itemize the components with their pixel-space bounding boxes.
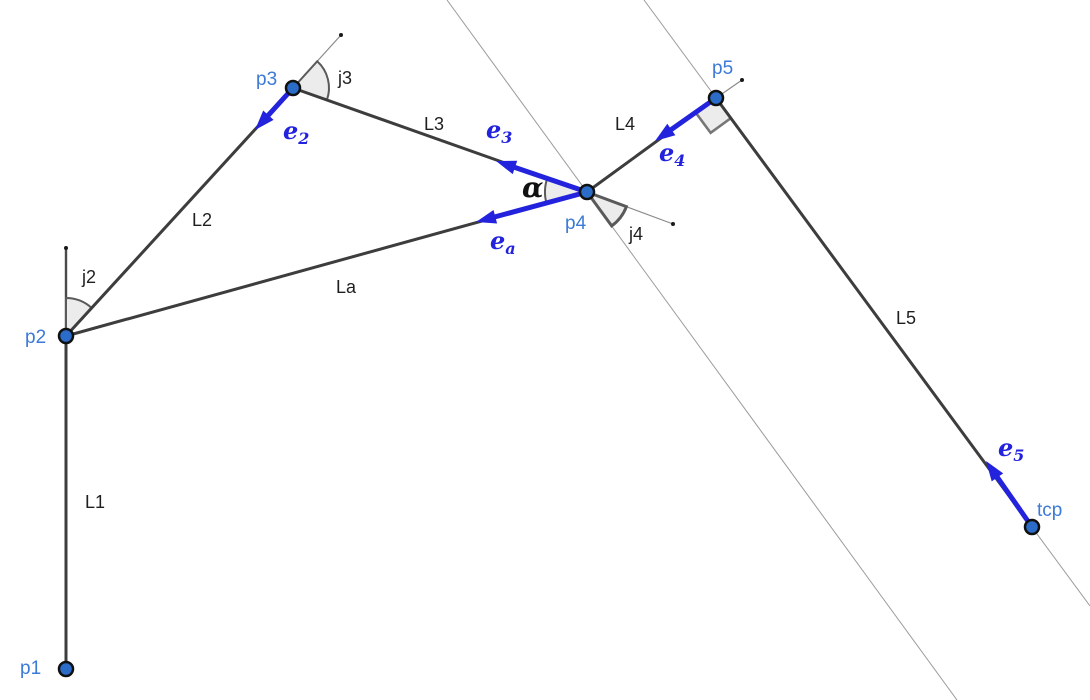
vector-arrowhead-ea bbox=[476, 210, 498, 224]
vector-shaft-e5 bbox=[990, 468, 1035, 530]
vector-label-sub-e3: 3 bbox=[501, 128, 512, 147]
point-p1[interactable] bbox=[57, 660, 75, 678]
angle-marks-layer bbox=[65, 59, 733, 339]
stub-end-dot-ref-p5 bbox=[740, 78, 744, 82]
vector-label-sub-e5: 5 bbox=[1013, 446, 1024, 465]
segment-L5[interactable] bbox=[714, 96, 1034, 529]
vector-label-main-e5: e bbox=[998, 433, 1013, 462]
segment-label-L5: L5 bbox=[896, 308, 916, 328]
point-label-tcp: tcp bbox=[1037, 500, 1062, 521]
segment-label-L1: L1 bbox=[85, 492, 105, 512]
vector-ea[interactable] bbox=[476, 189, 590, 224]
vector-shaft-ea bbox=[485, 189, 590, 222]
vector-label-e4: e4 bbox=[659, 138, 685, 170]
point-label-p5: p5 bbox=[712, 58, 733, 79]
point-p3[interactable] bbox=[284, 79, 302, 97]
point-label-p3: p3 bbox=[256, 69, 277, 90]
vector-label-main-e4: e bbox=[659, 138, 674, 167]
construction-lines-layer bbox=[446, 0, 1090, 700]
vector-shaft-e4 bbox=[662, 95, 719, 137]
vector-label-sub-ea: a bbox=[505, 239, 515, 258]
segment-label-La: La bbox=[336, 277, 357, 297]
vector-e4[interactable] bbox=[655, 95, 719, 141]
point-tcp[interactable] bbox=[1023, 518, 1041, 536]
point-label-p2: p2 bbox=[25, 327, 46, 348]
angle-label-alpha: α bbox=[522, 171, 544, 204]
angle-label-j3: j3 bbox=[337, 68, 352, 88]
vector-shaft-e3 bbox=[504, 162, 590, 195]
point-p2[interactable] bbox=[57, 327, 75, 345]
point-label-p4: p4 bbox=[565, 213, 587, 234]
points-layer bbox=[57, 79, 1041, 678]
point-label-p1: p1 bbox=[20, 658, 41, 679]
reference-stubs-layer bbox=[64, 33, 744, 336]
vector-e5[interactable] bbox=[986, 461, 1035, 530]
vector-label-sub-e4: 4 bbox=[674, 151, 685, 170]
vector-label-main-e3: e bbox=[486, 115, 501, 144]
unit-vectors-layer bbox=[255, 85, 1035, 530]
stub-end-dot-ref-p3 bbox=[339, 33, 343, 37]
vector-arrowhead-e4 bbox=[655, 123, 676, 141]
vector-label-main-e2: e bbox=[283, 116, 298, 145]
stub-end-dot-ref-p4 bbox=[671, 222, 675, 226]
vector-label-e3: e3 bbox=[486, 115, 512, 147]
angle-label-j2: j2 bbox=[81, 267, 96, 287]
vector-label-ea: ea bbox=[490, 226, 516, 258]
vector-label-sub-e2: 2 bbox=[297, 129, 309, 148]
angle-label-j4: j4 bbox=[628, 224, 643, 244]
segment-label-L4: L4 bbox=[615, 114, 635, 134]
segment-label-L2: L2 bbox=[192, 210, 212, 230]
construction-line-perp-line-through-p4[interactable] bbox=[446, 0, 958, 700]
point-p5[interactable] bbox=[707, 89, 725, 107]
vector-arrowhead-e3 bbox=[496, 160, 518, 175]
segment-label-L3: L3 bbox=[424, 114, 444, 134]
segment-L2[interactable] bbox=[64, 86, 295, 338]
vector-arrowhead-e2 bbox=[255, 110, 274, 130]
vector-e3[interactable] bbox=[496, 160, 590, 195]
vector-label-e5: e5 bbox=[998, 433, 1024, 465]
point-p4[interactable] bbox=[578, 183, 596, 201]
vector-label-main-ea: e bbox=[490, 226, 505, 255]
angle-j4[interactable] bbox=[582, 188, 629, 228]
link-segments-layer bbox=[64, 86, 1034, 671]
vector-arrowhead-e5 bbox=[986, 461, 1004, 482]
stub-end-dot-ref-p2-up bbox=[64, 246, 68, 250]
vector-label-e2: e2 bbox=[283, 116, 309, 148]
